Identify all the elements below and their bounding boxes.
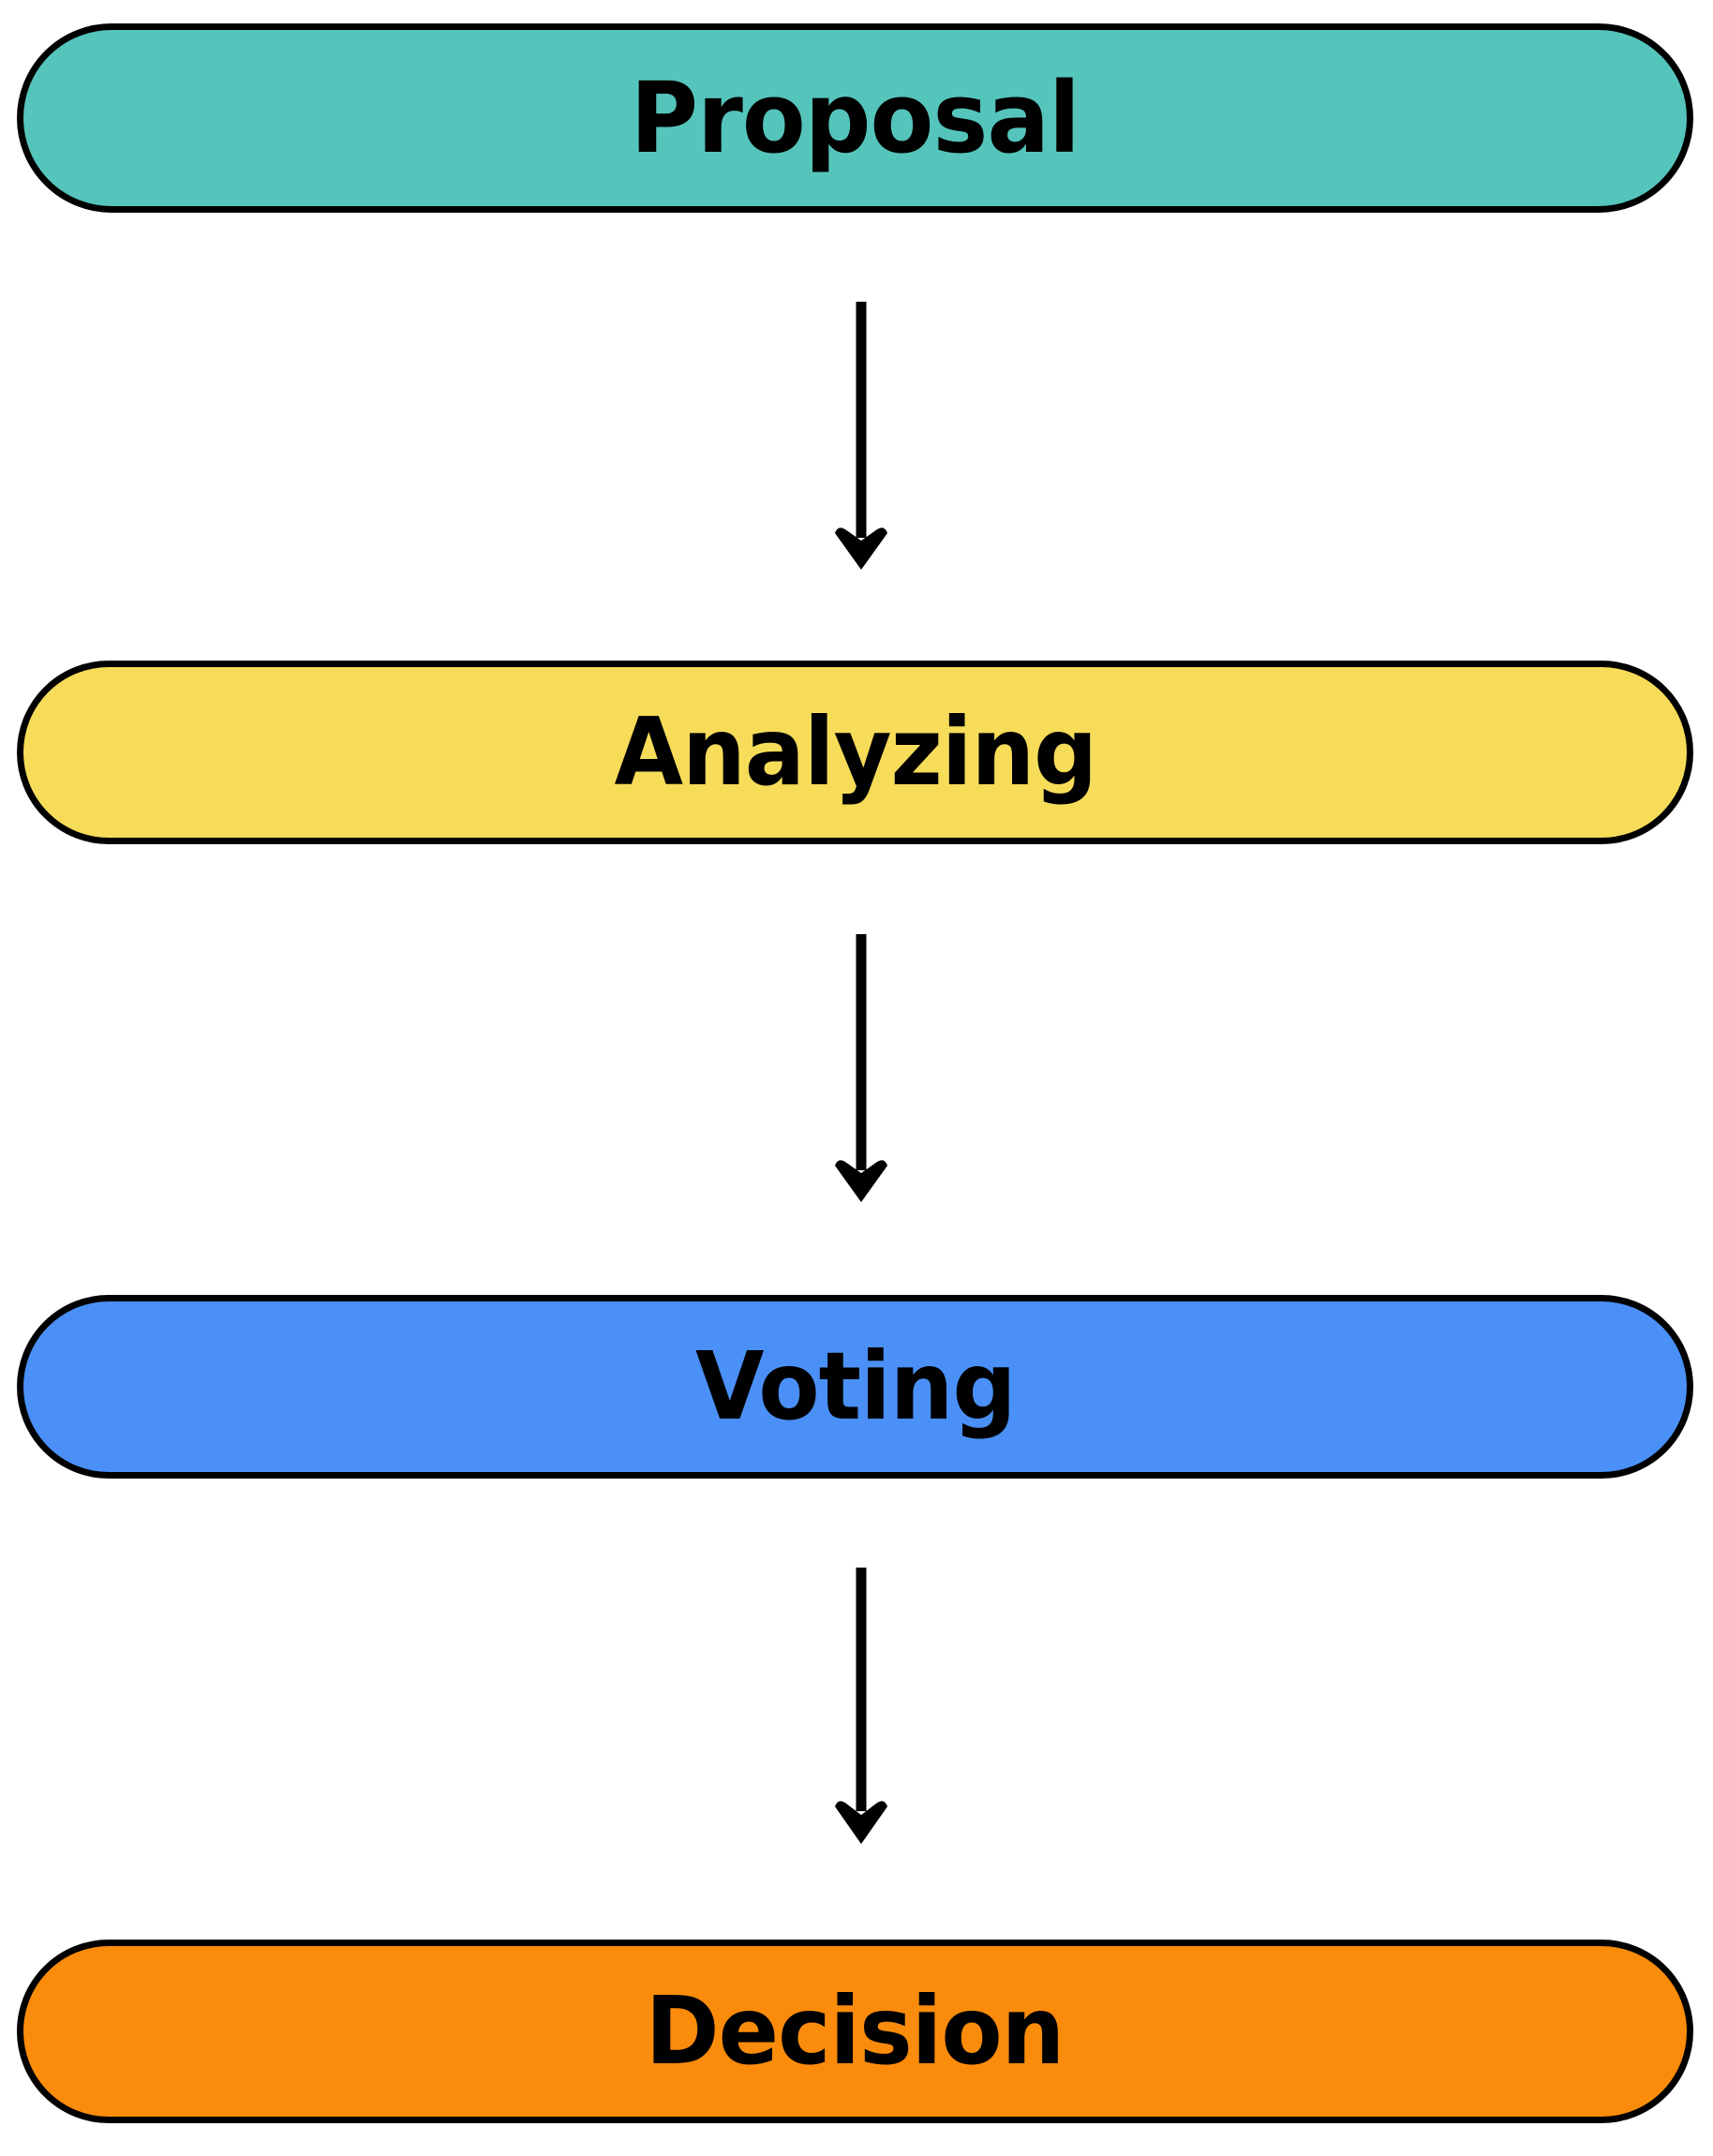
flow-node-voting-label: Voting <box>694 1331 1016 1441</box>
arrow-down-icon <box>835 302 887 570</box>
flow-node-decision-label: Decision <box>646 1976 1065 2086</box>
arrow-down-icon <box>835 934 887 1202</box>
flow-edge-proposal-to-analyzing <box>833 302 889 570</box>
flow-node-decision[interactable]: Decision <box>17 1940 1693 2123</box>
flow-node-analyzing-label: Analyzing <box>614 697 1097 807</box>
flow-node-analyzing[interactable]: Analyzing <box>17 661 1693 844</box>
flow-edge-voting-to-decision <box>833 1568 889 1844</box>
flow-edge-analyzing-to-voting <box>833 934 889 1202</box>
arrow-down-icon <box>835 1568 887 1844</box>
flow-node-voting[interactable]: Voting <box>17 1295 1693 1479</box>
flow-node-proposal-label: Proposal <box>630 61 1080 175</box>
flow-node-proposal[interactable]: Proposal <box>17 23 1693 213</box>
